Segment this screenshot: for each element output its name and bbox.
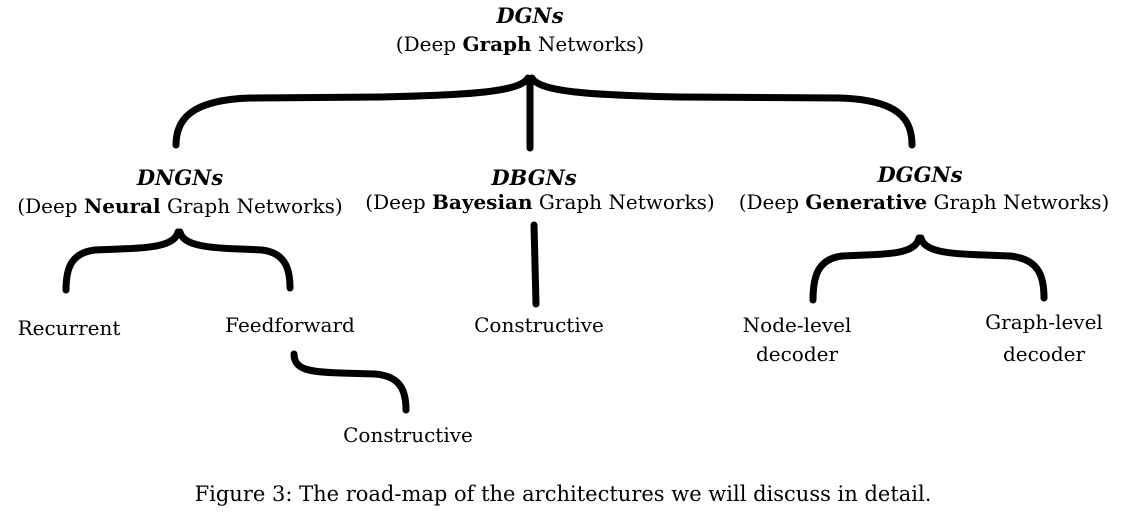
figure-caption: Figure 3: The road-map of the architectu…: [194, 482, 932, 506]
dggns-full-bold: Generative: [805, 190, 928, 214]
dggns-fullname: (Deep Generative Graph Networks): [739, 191, 1110, 214]
dngns-brace-right: [176, 228, 294, 292]
dbgns-fullname: (Deep Bayesian Graph Networks): [365, 191, 714, 214]
dngns-acronym: DNGNs: [136, 165, 224, 190]
leaf-feedforward: Feedforward: [225, 313, 355, 337]
dngns-brace-left: [62, 228, 182, 294]
dngns-full-prefix: (Deep: [17, 194, 84, 218]
dbgns-full-prefix: (Deep: [365, 190, 432, 214]
root-full-prefix: (Deep: [395, 32, 463, 56]
root-fullname: (Deep Graph Networks): [396, 33, 644, 56]
leaf-node-level-line1: Node-level: [742, 313, 852, 337]
leaf-graph-level-decoder: Graph-level decoder: [985, 311, 1103, 366]
dbgns-acronym: DBGNs: [491, 165, 577, 190]
dggns-acronym: DGGNs: [877, 162, 963, 187]
feedforward-hook: [290, 350, 410, 414]
dbgns-full-suffix: Graph Networks): [532, 190, 715, 214]
dngns-fullname: (Deep Neural Graph Networks): [17, 195, 342, 218]
leaf-bayesian-constructive: Constructive: [474, 313, 604, 337]
dngns-full-bold: Neural: [83, 194, 161, 218]
root-full-suffix: Networks): [531, 32, 645, 56]
leaf-graph-level-line1: Graph-level: [985, 310, 1103, 334]
leaf-recurrent: Recurrent: [17, 316, 121, 340]
leaf-node-level-line2: decoder: [755, 342, 839, 366]
root-brace-left: [172, 74, 532, 149]
dbgns-full-bold: Bayesian: [431, 190, 533, 214]
dggns-full-suffix: Graph Networks): [927, 190, 1110, 214]
dbgns-line: [530, 221, 540, 308]
dngns-full-suffix: Graph Networks): [160, 194, 343, 218]
dggns-brace-right: [917, 234, 1048, 302]
root-acronym: DGNs: [496, 3, 564, 28]
leaf-graph-level-line2: decoder: [1002, 342, 1086, 366]
leaf-node-level-decoder: Node-level decoder: [743, 314, 852, 366]
leaf-feedforward-constructive: Constructive: [343, 423, 473, 447]
dggns-brace-left: [809, 234, 923, 304]
dggns-full-prefix: (Deep: [738, 190, 806, 214]
root-brace-right: [528, 74, 916, 149]
root-full-bold: Graph: [462, 32, 532, 56]
